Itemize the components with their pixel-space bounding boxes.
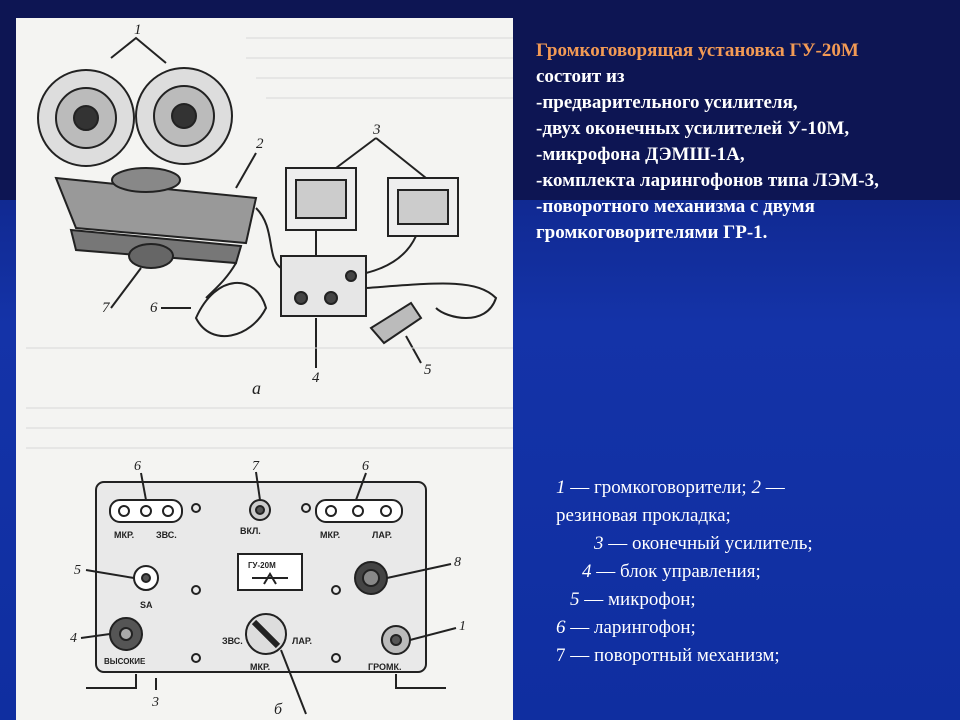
panel-callout-6-left: 6 (134, 459, 141, 474)
panel-callout-8: 8 (454, 555, 461, 570)
panel-label-model: ГУ-20М (248, 561, 276, 570)
panel-callout-6-right: 6 (362, 459, 369, 474)
component-item: -микрофона ДЭМШ-1А, (536, 144, 745, 165)
callout-1: 1 (134, 22, 142, 38)
title-tail: состоит из (536, 66, 625, 87)
equipment-illustration: 1 2 3 4 5 6 7 а (16, 18, 513, 720)
legend-row: 3 — оконечный усилитель; (594, 533, 813, 554)
label-b: б (274, 701, 283, 718)
callout-4: 4 (312, 370, 320, 386)
background-text-lines (26, 37, 513, 449)
panel-label-vkl: ВКЛ. (240, 526, 261, 536)
component-item: -поворотного механизма с двумя громкогов… (536, 196, 815, 243)
panel-callout-4: 4 (70, 631, 77, 646)
control-unit (280, 255, 367, 317)
panel-callout-5: 5 (74, 563, 81, 578)
legend-row: 4 — блок управления; (582, 561, 761, 582)
laryngophone (194, 282, 268, 337)
equipment-drawing: 1 2 3 4 5 6 7 а (26, 22, 513, 720)
panel-label-gromk: ГРОМК. (368, 662, 401, 672)
model-plate (237, 553, 303, 591)
legend-row: 1 — громкоговорители; 2 — (556, 477, 785, 498)
callout-7: 7 (102, 300, 111, 316)
panel-label-mkr-switch: МКР. (250, 662, 270, 672)
title-accent: Громкоговорящая установка ГУ-20М (536, 40, 859, 61)
component-item: -предварительного усилителя, (536, 92, 798, 113)
panel-callout-3: 3 (151, 695, 159, 710)
figure-legend: 1 — громкоговорители; 2 — резиновая прок… (556, 474, 936, 670)
panel-label-sa: SA (140, 600, 153, 610)
panel-label-zvs-left: ЗВС. (156, 530, 177, 540)
panel-callout-7: 7 (252, 459, 260, 474)
panel-callout-1: 1 (459, 619, 466, 634)
callout-3: 3 (372, 122, 381, 138)
front-panel-drawing (80, 471, 457, 715)
legend-row: 5 — микрофон; (570, 589, 696, 610)
microphone (369, 301, 423, 345)
legend-row: 6 — ларингофон; (556, 617, 696, 638)
panel-labels: МКР. ЗВС. ВКЛ. МКР. ЛАР. ГУ-20М SA ВЫСОК… (104, 526, 401, 672)
panel-label-vysokie: ВЫСОКИЕ (104, 657, 146, 666)
legend-row: 7 — поворотный механизм; (556, 645, 780, 666)
component-item: -комплекта ларингофонов типа ЛЭМ-3, (536, 170, 879, 191)
callout-5: 5 (424, 362, 432, 378)
label-a: а (252, 378, 261, 398)
component-item: -двух оконечных усилителей У-10М, (536, 118, 850, 139)
panel-label-lar-switch: ЛАР. (292, 636, 312, 646)
panel-callouts: 6 7 6 5 8 4 1 3 2 б (70, 459, 466, 720)
panel-label-zvs-switch: ЗВС. (222, 636, 243, 646)
panel-label-mkr-left: МКР. (114, 530, 134, 540)
callout-6: 6 (150, 300, 158, 316)
rotary-knob (128, 243, 174, 269)
legend-row: резиновая прокладка; (556, 505, 731, 526)
assembly-drawing (37, 36, 498, 368)
callout-2: 2 (256, 136, 264, 152)
panel-label-lar-right: ЛАР. (372, 530, 392, 540)
panel-label-mkr-right: МКР. (320, 530, 340, 540)
description-text: Громкоговорящая установка ГУ-20М состоит… (536, 38, 926, 246)
assembly-callouts: 1 2 3 4 5 6 7 а (102, 22, 432, 398)
